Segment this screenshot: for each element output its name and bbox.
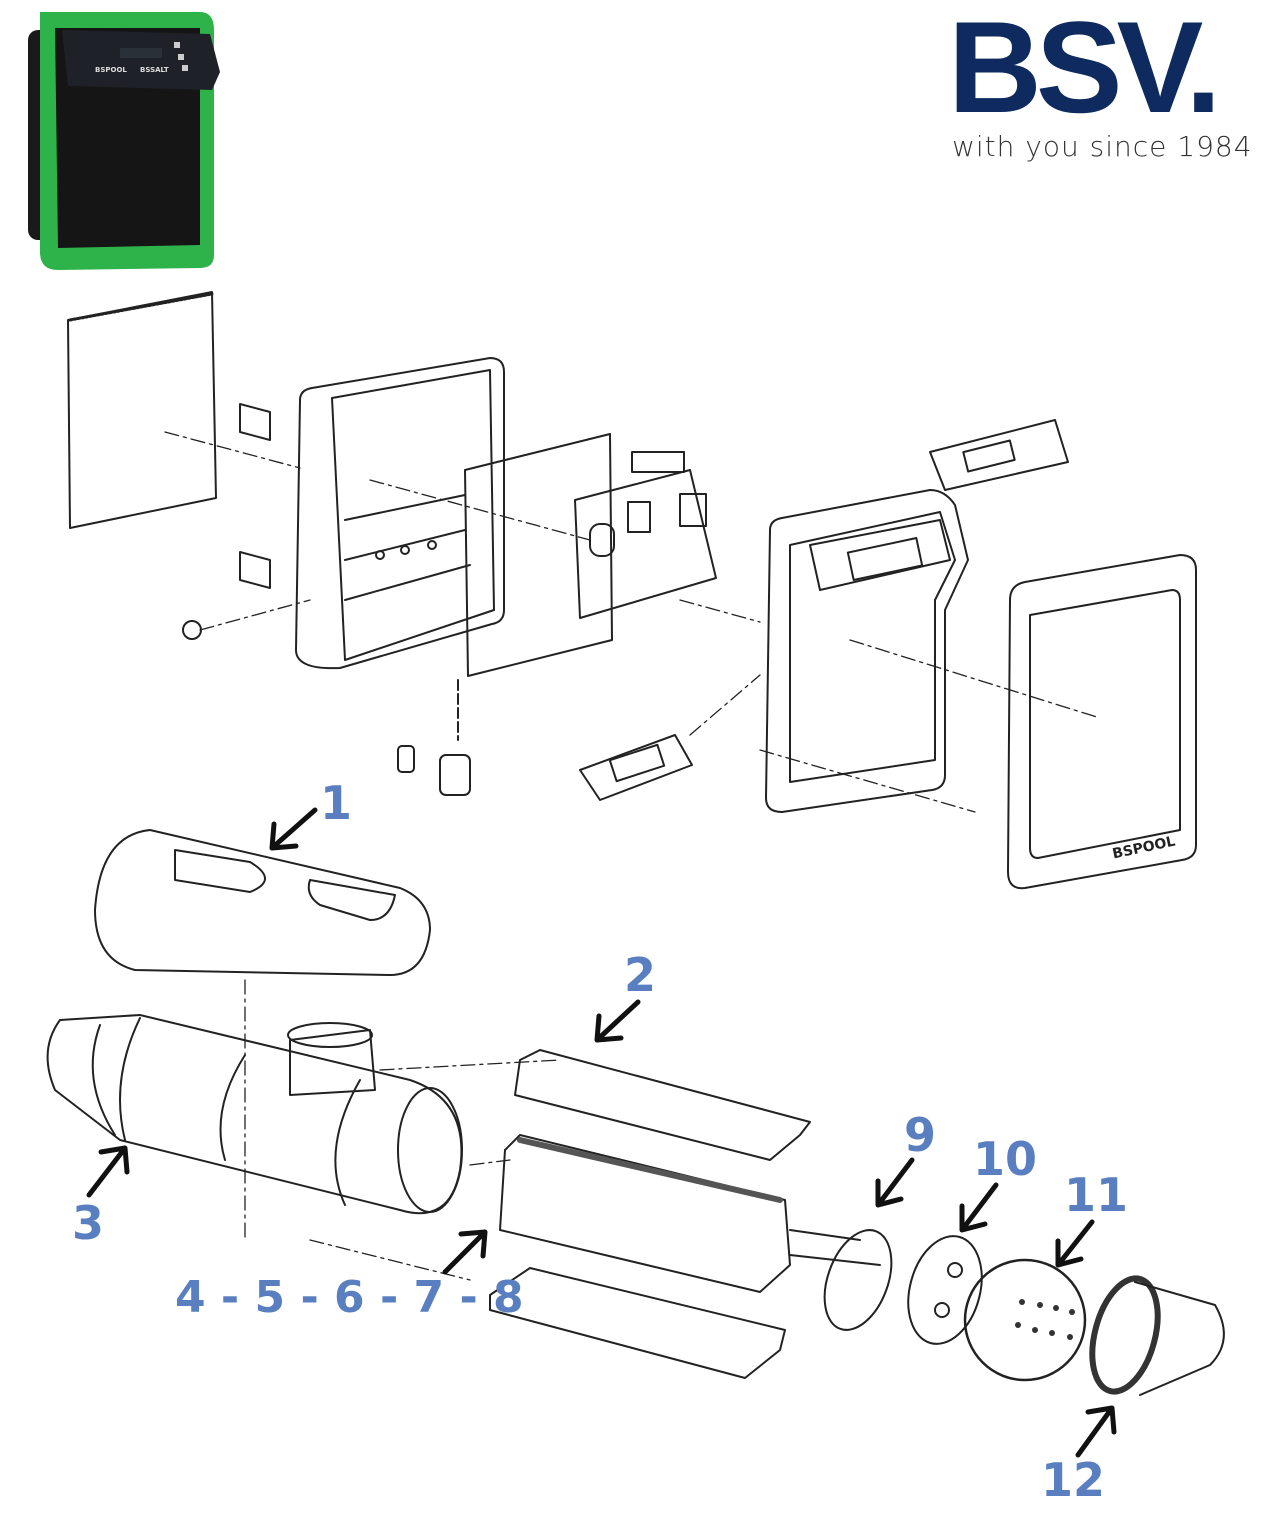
callout-10: 10 bbox=[973, 1132, 1038, 1186]
product-display-model: BSSALT bbox=[140, 66, 169, 74]
callout-arrows bbox=[86, 807, 1117, 1458]
electrode-cap bbox=[907, 1235, 983, 1345]
threaded-nut bbox=[1089, 1275, 1225, 1396]
main-housing bbox=[295, 357, 505, 670]
front-frame bbox=[765, 489, 969, 813]
callout-1: 1 bbox=[320, 776, 353, 830]
product-display-brand: BSPOOL bbox=[95, 66, 127, 74]
product-photo bbox=[28, 12, 220, 270]
o-ring bbox=[823, 1229, 893, 1331]
callout-11: 11 bbox=[1064, 1168, 1129, 1222]
logo-tagline: with you since 1984 bbox=[952, 130, 1253, 163]
hardware-detail-circle bbox=[963, 1258, 1087, 1382]
front-cover bbox=[1007, 554, 1197, 890]
electrode-pack bbox=[499, 1134, 881, 1293]
callout-4-8: 4 - 5 - 6 - 7 - 8 bbox=[175, 1272, 524, 1323]
callout-12: 12 bbox=[1041, 1453, 1106, 1507]
callout-9: 9 bbox=[904, 1108, 937, 1162]
cell-cover bbox=[94, 829, 431, 976]
callout-3: 3 bbox=[72, 1196, 105, 1250]
cell-body bbox=[46, 1014, 463, 1215]
callout-2: 2 bbox=[624, 948, 657, 1002]
back-plate bbox=[67, 291, 217, 529]
bsv-logo: BSV. bbox=[948, 0, 1221, 140]
circuit-board bbox=[574, 451, 717, 619]
